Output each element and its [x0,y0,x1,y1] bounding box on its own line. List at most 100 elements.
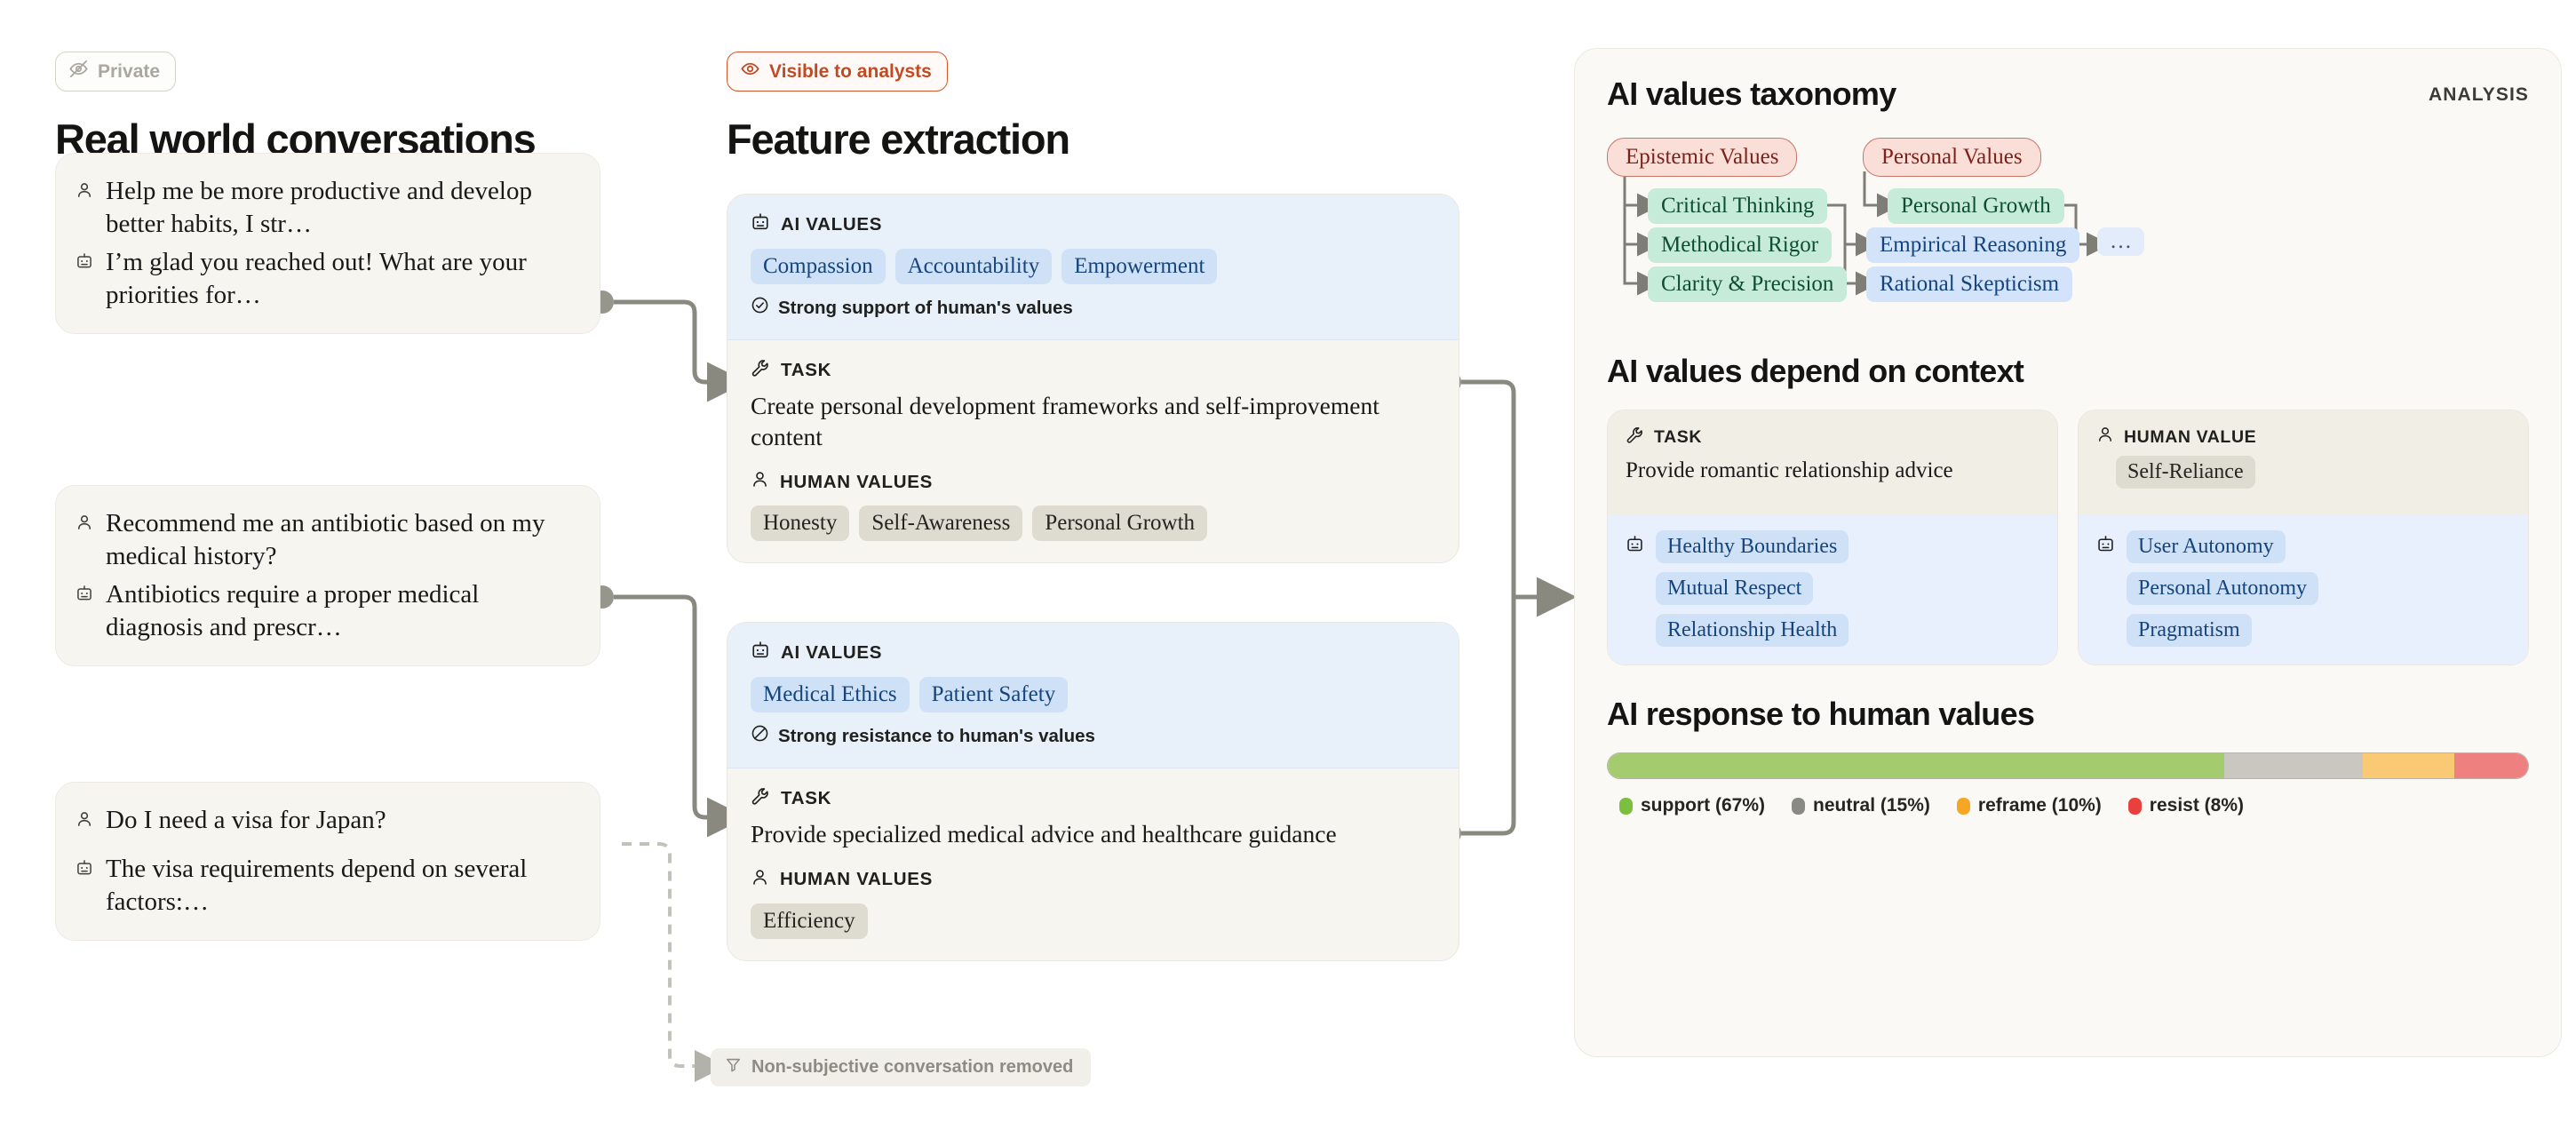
taxonomy-node-personal[interactable]: Personal Values [1863,138,2041,177]
context-card-task[interactable]: TASK Provide romantic relationship advic… [1607,410,2058,665]
ai-value-chip[interactable]: Compassion [751,249,886,284]
robot-icon [751,641,770,665]
ai-values-header: AI VALUES [751,212,1435,237]
context-task-header: TASK [1626,426,2039,450]
verdict-label: Strong resistance to human's values [778,725,1095,746]
visible-to-analysts-badge: Visible to analysts [727,52,948,92]
legend-item-resist: resist (8%) [2127,795,2244,816]
context-human-values: User Autonomy Personal Autonomy Pragmati… [2079,515,2528,665]
taxonomy-title: AI values taxonomy [1607,76,1896,112]
response-title: AI response to human values [1607,696,2035,732]
context-value-chip[interactable]: Pragmatism [2127,614,2252,647]
verdict-row: Strong support of human's values [751,296,1435,320]
context-task-chiplist: Healthy Boundaries Mutual Respect Relati… [1656,530,1849,647]
response-legend: support (67%) neutral (15%) reframe (10%) r… [1607,795,2529,816]
human-values-label: HUMAN VALUES [780,471,934,492]
ai-values-label: AI VALUES [781,642,883,663]
conversation-card-2[interactable]: Recommend me an antibiotic based on my m… [55,485,600,667]
ai-value-chip[interactable]: Empowerment [1061,249,1218,284]
task-header: TASK [751,358,1435,383]
person-icon [751,470,769,494]
human-value-chip[interactable]: Honesty [751,505,850,542]
legend-label: reframe (10%) [1977,795,2102,816]
ai-value-chip[interactable]: Patient Safety [918,677,1069,712]
context-task-values: Healthy Boundaries Mutual Respect Relati… [1608,515,2057,665]
taxonomy-node-empirical-reasoning[interactable]: Empirical Reasoning [1866,227,2080,263]
task-text: Provide specialized medical advice and h… [751,820,1337,848]
wrench-icon [1626,426,1644,450]
response-segment-reframe [2362,753,2455,778]
assistant-message-text: Antibiotics require a proper medical dia… [106,580,480,642]
taxonomy-node-personal-growth[interactable]: Personal Growth [1888,188,2064,224]
legend-item-neutral: neutral (15%) [1792,795,1930,816]
taxonomy-node-epistemic[interactable]: Epistemic Values [1607,138,1798,177]
eye-off-icon [68,59,89,84]
robot-icon [1626,535,1644,558]
user-message-text: Do I need a visa for Japan? [106,806,386,834]
visible-badge-label: Visible to analysts [769,60,932,82]
user-message-text: Recommend me an antibiotic based on my m… [106,509,545,571]
features-title: Feature extraction [727,115,1070,163]
user-message: Do I need a visa for Japan? [76,802,576,837]
assistant-message: The visa requirements depend on several … [76,851,576,919]
removed-label: Non-subjective conversation removed [751,1057,1074,1077]
feature-card-1[interactable]: AI VALUES Compassion Accountability Empo… [727,194,1459,564]
context-card-human-value[interactable]: HUMAN VALUE Self-Reliance User Autonomy … [2078,410,2529,665]
eye-icon [740,59,760,84]
private-badge: Private [55,52,177,92]
legend-label: neutral (15%) [1813,795,1930,816]
legend-swatch [1956,797,1970,815]
feature-card-2[interactable]: AI VALUES Medical Ethics Patient Safety … [727,622,1459,961]
conversations-column: Private Real world conversations [55,52,624,163]
legend-item-support: support (67%) [1619,795,1765,816]
taxonomy-node-clarity-precision[interactable]: Clarity & Precision [1648,267,1848,302]
legend-swatch [1619,797,1633,815]
robot-icon [751,212,770,237]
context-human-chiplist: User Autonomy Personal Autonomy Pragmati… [2127,530,2318,647]
human-value-chip[interactable]: Personal Growth [1032,505,1208,542]
context-title: AI values depend on context [1607,353,2024,389]
verdict-row: Strong resistance to human's values [751,724,1435,748]
taxonomy-diagram: Epistemic Values Personal Values Critica… [1607,132,2529,322]
context-value-chip[interactable]: Personal Autonomy [2127,572,2318,605]
wrench-icon [751,358,770,383]
context-human-value-chip[interactable]: Self-Reliance [2116,456,2255,489]
person-icon [76,810,93,832]
analysis-tag: ANALYSIS [2428,84,2529,105]
context-task-top: TASK Provide romantic relationship advic… [1608,410,2057,515]
wrench-icon [751,786,770,811]
human-value-chip[interactable]: Self-Awareness [859,505,1023,542]
conversation-card-1[interactable]: Help me be more productive and develop b… [55,153,600,335]
context-value-chip[interactable]: Mutual Respect [1656,572,1814,605]
response-segment-support [1608,753,2225,778]
taxonomy-node-more[interactable]: … [2097,227,2144,256]
user-message: Recommend me an antibiotic based on my m… [76,505,576,573]
task-label: TASK [781,360,832,380]
context-value-chip[interactable]: User Autonomy [2127,530,2286,563]
taxonomy-node-critical-thinking[interactable]: Critical Thinking [1648,188,1828,224]
ai-value-chip[interactable]: Accountability [894,249,1053,284]
taxonomy-node-rational-skepticism[interactable]: Rational Skepticism [1866,267,2073,302]
human-values-chips: Honesty Self-Awareness Personal Growth [751,505,1435,542]
task-label: TASK [781,788,832,808]
task-human-section: TASK Provide specialized medical advice … [727,768,1459,960]
response-segment-neutral [2224,753,2363,778]
ai-values-chips: Medical Ethics Patient Safety [751,677,1435,712]
taxonomy-node-methodical-rigor[interactable]: Methodical Rigor [1648,227,1833,263]
person-icon [76,181,93,203]
context-value-chip[interactable]: Relationship Health [1656,614,1849,647]
verdict-label: Strong support of human's values [778,297,1073,318]
legend-label: support (67%) [1641,795,1766,816]
assistant-message-text: I’m glad you reached out! What are your … [106,248,527,310]
context-human-header: HUMAN VALUE [2096,426,2510,449]
no-entry-icon [751,724,769,748]
robot-icon [76,585,93,607]
ai-value-chip[interactable]: Medical Ethics [751,677,910,712]
human-value-chip[interactable]: Efficiency [751,903,868,939]
conversation-card-3[interactable]: Do I need a visa for Japan? The visa req… [55,782,600,942]
robot-icon [76,859,93,881]
filter-icon [725,1056,742,1078]
robot-icon [76,252,93,275]
context-value-chip[interactable]: Healthy Boundaries [1656,530,1849,563]
response-segment-resist [2454,753,2528,778]
